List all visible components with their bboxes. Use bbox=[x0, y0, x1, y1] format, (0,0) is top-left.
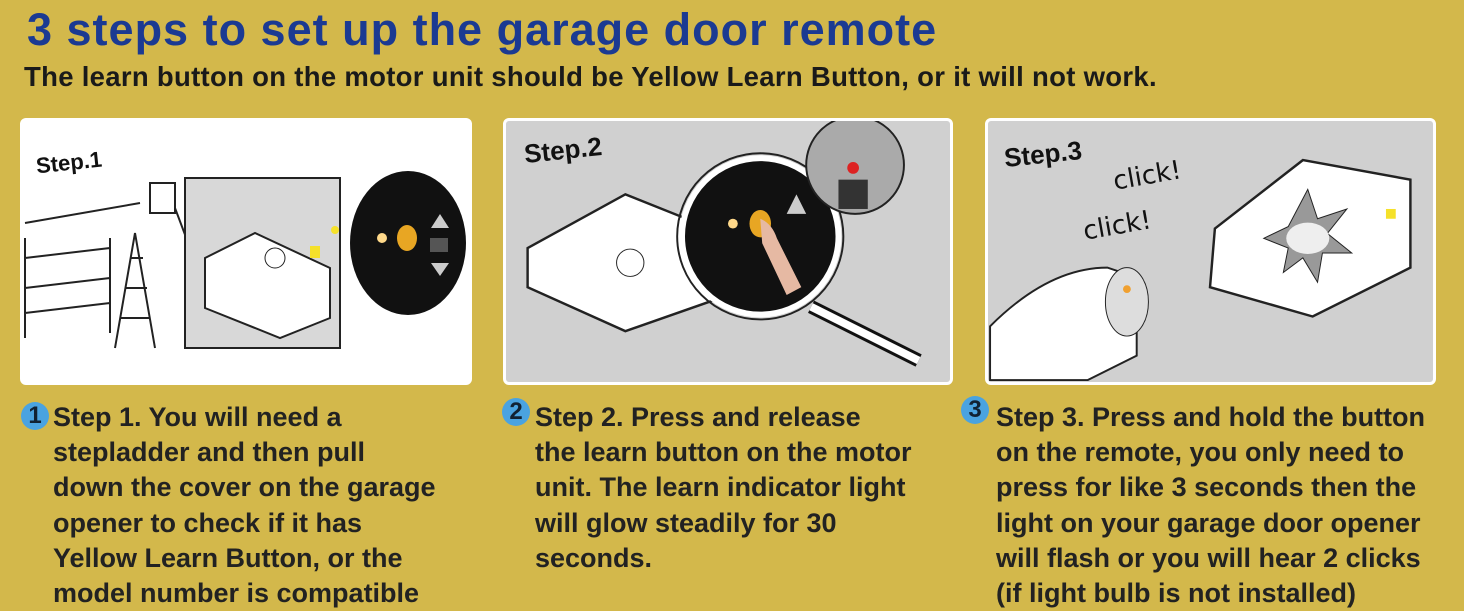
text-line: the learn button on the motor bbox=[535, 437, 912, 468]
text-line: stepladder and then pull bbox=[53, 437, 366, 468]
page-title: 3 steps to set up the garage door remote bbox=[27, 4, 938, 55]
press-learn-button-image bbox=[526, 121, 922, 367]
press-remote-flash-image bbox=[989, 158, 1412, 382]
text-line: will glow steadily for 30 bbox=[535, 507, 837, 538]
text-line: opener to check if it has bbox=[53, 507, 363, 538]
step-3-illustration: Step.3 click! click! bbox=[985, 118, 1436, 385]
text-line: will flash or you will hear 2 clicks bbox=[996, 542, 1421, 573]
text-line: Step 2. Press and release bbox=[535, 402, 861, 432]
page-subtitle: The learn button on the motor unit shoul… bbox=[24, 61, 1157, 92]
text-line: Yellow Learn Button, or the bbox=[53, 542, 403, 573]
text-line: light on your garage door opener bbox=[996, 507, 1421, 538]
text-line: (if light bulb is not installed) bbox=[996, 578, 1356, 609]
step-3-badge: 3 bbox=[961, 396, 989, 424]
step-3-description: Step 3. Press and hold the button on the… bbox=[996, 400, 1425, 611]
step-2-illustration: Step.2 bbox=[503, 118, 953, 385]
text-line: press for like 3 seconds then the bbox=[996, 472, 1417, 503]
step-1-description: Step 1. You will need a stepladder and t… bbox=[53, 400, 436, 611]
text-line: unit. The learn indicator light bbox=[535, 472, 906, 503]
text-line: seconds. bbox=[535, 542, 653, 573]
step-2-badge: 2 bbox=[502, 398, 530, 426]
step-1-illustration: Step.1 bbox=[20, 118, 472, 385]
text-line: Step 1. You will need a bbox=[53, 402, 342, 432]
step-1-badge: 1 bbox=[21, 402, 49, 430]
garage-opener-ladder-image bbox=[24, 171, 466, 349]
step-2-description: Step 2. Press and release the learn butt… bbox=[535, 400, 911, 576]
text-line: Step 3. Press and hold the button bbox=[996, 402, 1426, 432]
text-line: model number is compatible bbox=[53, 578, 420, 609]
text-line: down the cover on the garage bbox=[53, 472, 436, 503]
text-line: on the remote, you only need to bbox=[996, 437, 1405, 468]
